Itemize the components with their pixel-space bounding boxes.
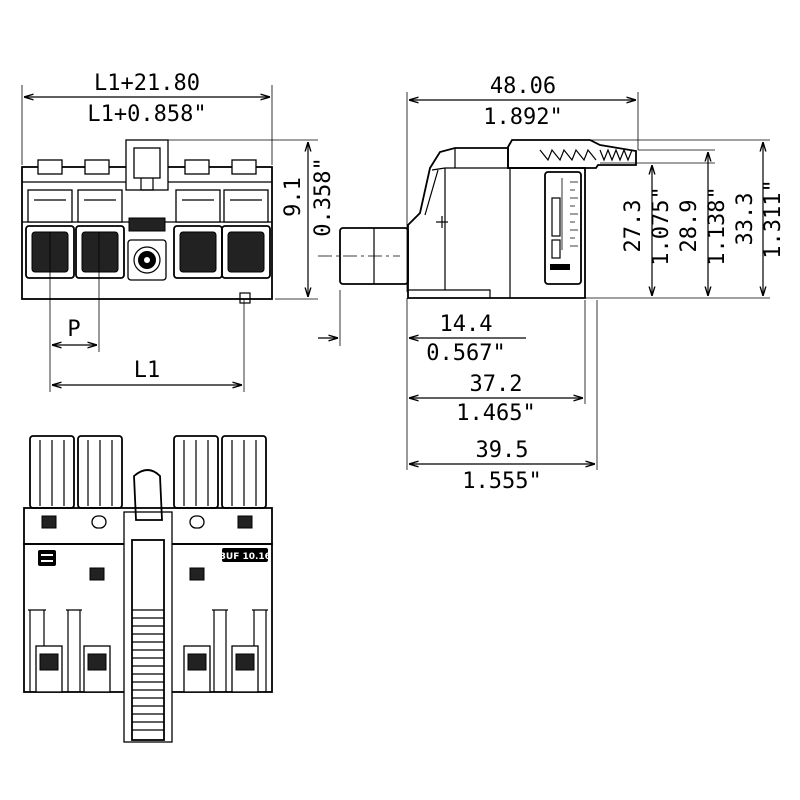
overall-width-mm: L1+21.80 <box>94 71 200 96</box>
release-pushers <box>29 435 267 509</box>
release-slots <box>27 189 269 223</box>
height-in: 0.358" <box>311 157 336 236</box>
h3-mm: 33.3 <box>733 193 758 246</box>
h3-in: 1.311" <box>761 179 786 258</box>
h2-mm: 28.9 <box>677 200 702 253</box>
clamp-springs <box>35 645 259 693</box>
front-view: L1+21.80 L1+0.858" 9.1 0.358" P L1 <box>21 71 336 392</box>
side-body <box>407 147 586 299</box>
side-view: 48.06 1.892" 27.3 1.075" <box>318 74 786 494</box>
h1-mm: 27.3 <box>621 200 646 253</box>
h2-in: 1.138" <box>705 186 730 265</box>
length-label: L1 <box>134 358 161 383</box>
d1-mm: 14.4 <box>440 312 493 337</box>
side-width-in: 1.892" <box>483 105 562 130</box>
part-marking-plate <box>222 548 268 562</box>
d3-mm: 39.5 <box>476 438 529 463</box>
part-marking: BUF 10.16 <box>219 552 271 562</box>
d2-in: 1.465" <box>456 401 535 426</box>
locking-strip <box>123 469 173 743</box>
h1-in: 1.075" <box>649 186 674 265</box>
bottom-view: BUF 10.16 <box>23 435 273 743</box>
overall-width-in: L1+0.858" <box>87 102 206 127</box>
pitch-label: P <box>67 317 80 342</box>
logo-stamp <box>38 550 56 566</box>
d3-in: 1.555" <box>462 469 541 494</box>
d2-mm: 37.2 <box>470 372 523 397</box>
scale-window <box>544 171 582 285</box>
middle-bar <box>128 217 166 232</box>
coding-pin <box>127 239 167 281</box>
contact-windows <box>25 225 271 279</box>
d1-in: 0.567" <box>426 341 505 366</box>
side-latch <box>507 139 637 169</box>
height-mm: 9.1 <box>281 177 306 217</box>
side-width-mm: 48.06 <box>490 74 556 99</box>
